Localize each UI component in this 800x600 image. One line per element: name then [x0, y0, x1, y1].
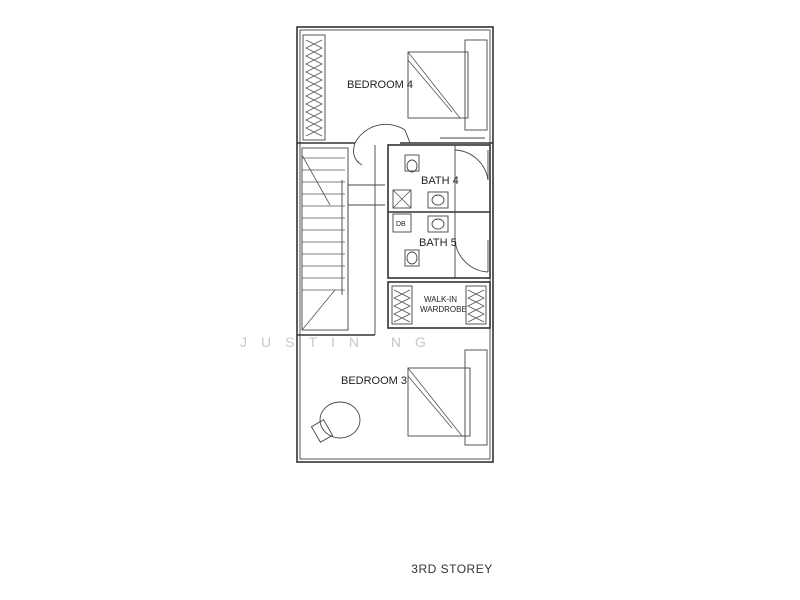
bath4-fixtures [404, 149, 489, 209]
label-bath5: BATH 5 [419, 237, 457, 249]
label-bath4: BATH 4 [421, 175, 459, 187]
staircase [301, 147, 385, 331]
label-db: DB [396, 221, 406, 228]
outer-wall-inner [299, 29, 491, 460]
bath5-fixtures [404, 215, 489, 273]
outer-wall [296, 26, 494, 463]
bedroom4-bed [407, 39, 488, 131]
bedroom4-wardrobe [302, 34, 326, 141]
walkin-wardrobe [387, 281, 491, 329]
watermark: JUSTIN NG [240, 334, 440, 350]
label-bedroom4: BEDROOM 4 [347, 79, 413, 91]
round-table-chair [310, 401, 361, 443]
floor-caption: 3RD STOREY [411, 562, 493, 576]
bedroom4-door [353, 123, 411, 166]
bedroom3-bed [407, 349, 488, 446]
shower-grate [392, 189, 412, 209]
label-walkin-line1: WALK-IN [424, 295, 457, 304]
db-box [392, 213, 412, 233]
label-bedroom3: BEDROOM 3 [341, 375, 407, 387]
label-walkin-line2: WARDROBE [420, 305, 467, 314]
